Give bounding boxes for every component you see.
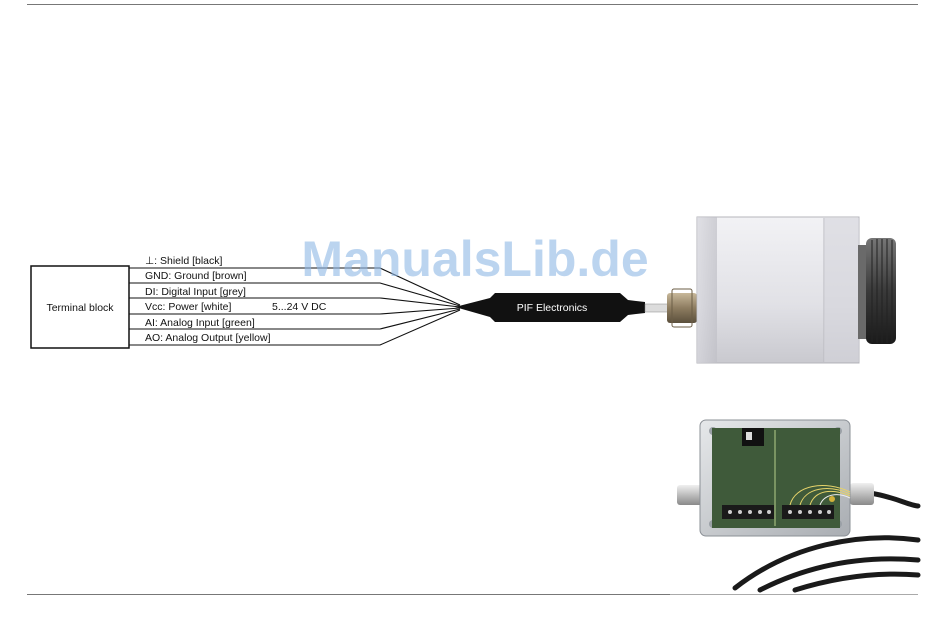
pcb-connector	[742, 428, 764, 446]
wire-label-digital-input: DI: Digital Input [grey]	[145, 286, 246, 298]
cable-label: PIF Electronics	[517, 302, 588, 314]
wire-label-analog-input: AI: Analog Input [green]	[145, 317, 255, 329]
wire-label-power: Vcc: Power [white]	[145, 301, 231, 313]
terminal-block-label: Terminal block	[46, 302, 114, 314]
left-cable-gland	[677, 485, 703, 505]
wire-note-power-range: 5...24 V DC	[272, 301, 327, 313]
electronics-box-image	[677, 420, 918, 590]
pif-cable: PIF Electronics	[455, 293, 669, 322]
watermark: ManualsLib.de	[301, 231, 648, 287]
wire-label-shield: ⊥: Shield [black]	[145, 255, 223, 267]
wire-label-ground: GND: Ground [brown]	[145, 270, 247, 282]
camera-image	[667, 217, 896, 363]
cable-end-sleeve	[645, 304, 669, 312]
terminal-block: Terminal block	[31, 266, 129, 348]
wire-label-analog-output: AO: Analog Output [yellow]	[145, 332, 271, 344]
right-cable-gland	[850, 483, 874, 505]
